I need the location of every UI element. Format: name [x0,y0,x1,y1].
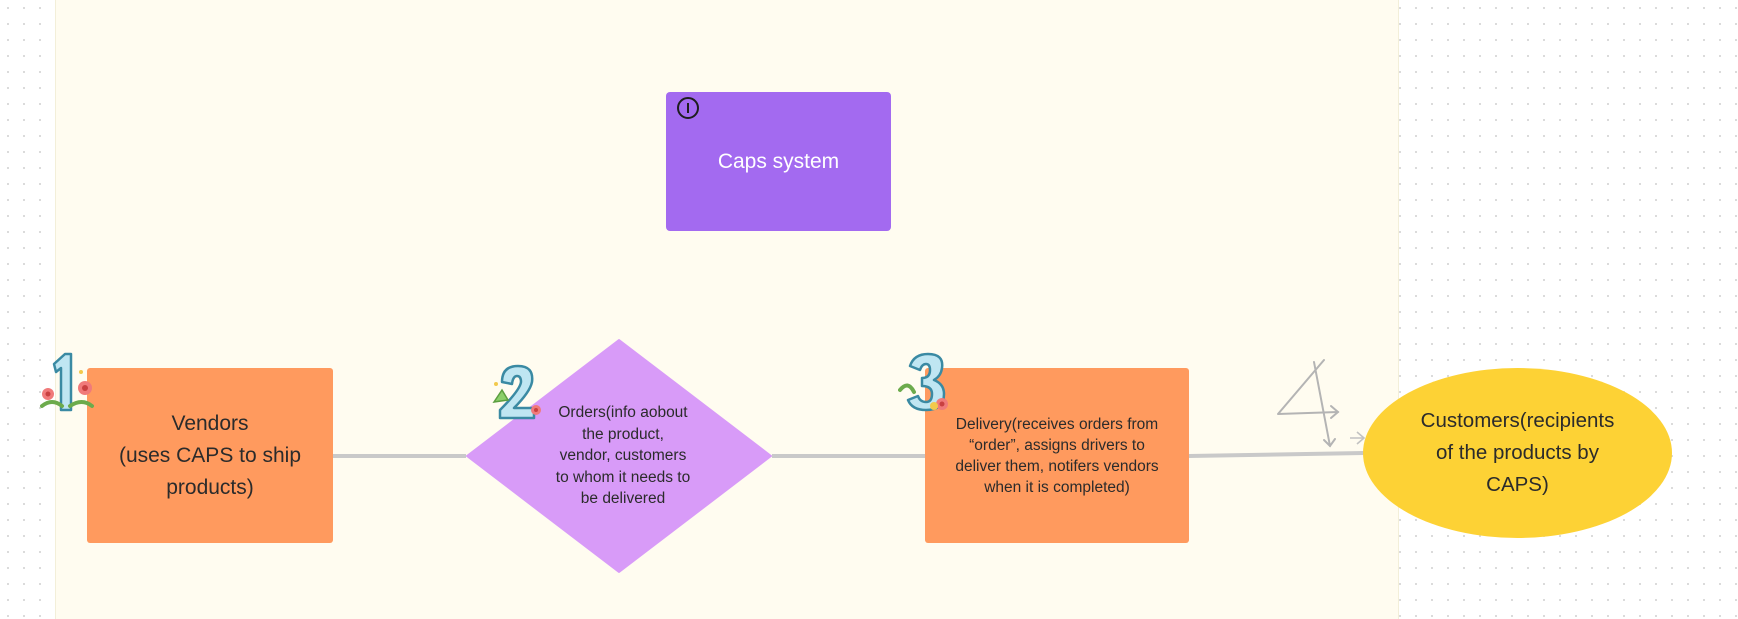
delivery-label: Delivery(receives orders from “order”, a… [955,414,1158,498]
delivery-label-line: deliver them, notifers vendors [955,457,1159,475]
edge-delivery-customers[interactable] [1188,451,1365,458]
orders-label-line: to whom it needs to [555,468,691,486]
orders-label: Orders(info aobout the product, vendor, … [538,402,708,510]
vendors-label-line: Vendors [171,411,249,435]
orders-label-line: the product, [582,425,664,443]
vendors-label-line: products) [166,475,254,499]
orders-label-line: Orders(info aobout [558,404,688,421]
delivery-label-line: “order”, assigns drivers to [969,436,1145,454]
number-1-sticker[interactable] [34,348,98,416]
vendors-node[interactable]: Vendors (uses CAPS to ship products) [87,368,333,543]
vendors-label-line: (uses CAPS to ship [118,443,302,467]
customers-label-line: CAPS) [1486,473,1549,496]
delivery-node[interactable]: Delivery(receives orders from “order”, a… [925,368,1189,543]
customers-label-line: Customers(recipients [1420,409,1615,432]
number-2-sticker[interactable] [488,360,546,424]
delivery-label-line: Delivery(receives orders from [955,415,1159,433]
info-icon[interactable] [677,97,699,119]
number-3-sticker[interactable] [898,350,956,416]
caps-system-label: Caps system [717,149,840,173]
small-arrow-icon [1350,431,1366,445]
caps-system-box[interactable]: Caps system [666,92,891,231]
delivery-label-line: when it is completed) [984,478,1130,496]
hand-drawn-4[interactable] [1268,356,1344,452]
orders-label-line: be delivered [580,490,666,507]
customers-label: Customers(recipients of the products by … [1421,405,1615,501]
vendors-label: Vendors (uses CAPS to ship products) [119,408,301,504]
customers-label-line: of the products by [1436,441,1599,464]
orders-label-line: vendor, customers [559,447,687,464]
customers-node[interactable]: Customers(recipients of the products by … [1363,368,1672,538]
